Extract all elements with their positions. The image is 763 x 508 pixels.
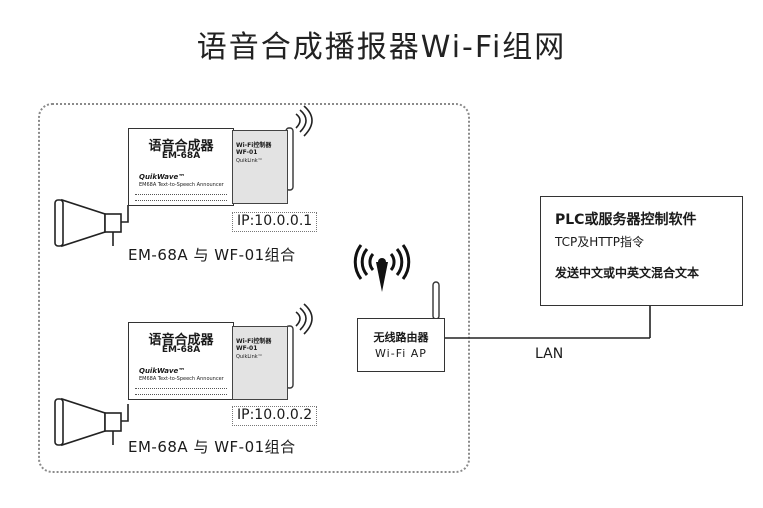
page-title: 语音合成播报器Wi-Fi组网 (196, 30, 567, 65)
combo-label: EM-68A 与 WF-01组合 (128, 246, 296, 264)
plc-server-box: PLC或服务器控制软件 TCP及HTTP指令 发送中文或中英文混合文本 (540, 196, 743, 306)
antenna-icon (285, 303, 313, 389)
module-brand: QuikLink™ (236, 354, 263, 360)
wifi-controller-module: Wi-Fi控制器 WF-01 QuikLink™ (232, 326, 288, 400)
combo-label: EM-68A 与 WF-01组合 (128, 438, 296, 456)
module-model: WF-01 (236, 345, 258, 352)
device-tagline: EM68A Text-to-Speech Announcer (139, 376, 224, 382)
lan-label: LAN (535, 346, 564, 362)
wifi-signal-icon (353, 244, 411, 292)
terminal-pins (135, 194, 227, 201)
module-name: Wi-Fi控制器 (236, 142, 272, 149)
wireless-router: 无线路由器 Wi-Fi AP (357, 318, 445, 372)
plc-title: PLC或服务器控制软件 (555, 212, 697, 228)
antenna-icon (432, 281, 440, 320)
voice-synthesizer-device: 语音合成器 EM-68A QuikWave™ EM68A Text-to-Spe… (128, 128, 234, 206)
module-brand: QuikLink™ (236, 158, 263, 164)
voice-synthesizer-device: 语音合成器 EM-68A QuikWave™ EM68A Text-to-Spe… (128, 322, 234, 400)
terminal-pins (135, 388, 227, 395)
wifi-network-group (38, 103, 470, 473)
ip-address-label: IP:10.0.0.1 (232, 212, 318, 232)
device-name: 语音合成器 (148, 333, 214, 348)
router-name: 无线路由器 (373, 331, 429, 344)
device-name: 语音合成器 (148, 139, 214, 154)
antenna-icon (285, 105, 313, 191)
device-model: EM-68A (161, 151, 201, 161)
device-model: EM-68A (161, 345, 201, 355)
router-type: Wi-Fi AP (375, 347, 427, 360)
plc-description: 发送中文或中英文混合文本 (555, 266, 700, 280)
device-brand: QuikWave™ (139, 367, 186, 375)
ip-address-label: IP:10.0.0.2 (232, 406, 318, 426)
plc-protocol: TCP及HTTP指令 (555, 235, 644, 249)
wifi-controller-module: Wi-Fi控制器 WF-01 QuikLink™ (232, 130, 288, 204)
lan-connection (445, 306, 651, 339)
device-brand: QuikWave™ (139, 173, 186, 181)
horn-speaker-icon (54, 198, 129, 248)
horn-speaker-icon (54, 397, 129, 447)
module-model: WF-01 (236, 149, 258, 156)
module-name: Wi-Fi控制器 (236, 338, 272, 345)
device-tagline: EM68A Text-to-Speech Announcer (139, 182, 224, 188)
